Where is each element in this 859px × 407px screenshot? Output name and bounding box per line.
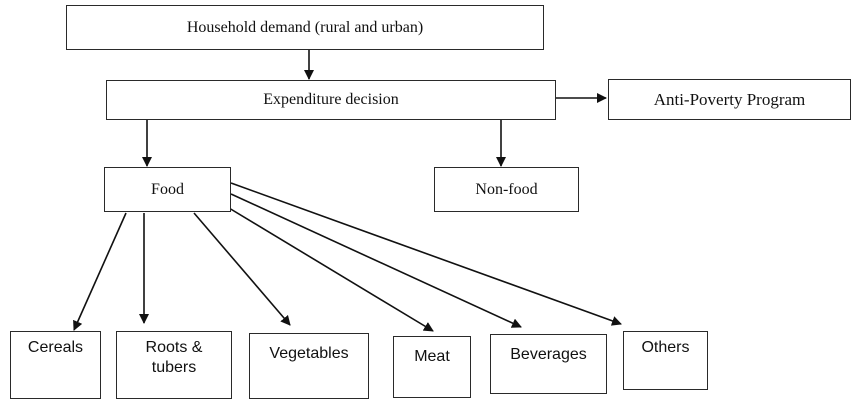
node-expenditure: Expenditure decision [106, 80, 556, 120]
node-others-label: Others [641, 339, 690, 356]
node-roots: Roots & tubers [116, 331, 232, 399]
node-cereals: Cereals [10, 331, 101, 399]
node-food: Food [104, 167, 231, 212]
node-household-label: Household demand (rural and urban) [186, 18, 424, 36]
node-household: Household demand (rural and urban) [66, 5, 544, 50]
node-nonfood-label: Non-food [475, 180, 538, 198]
arrow-food-to-beverages [230, 193, 522, 328]
node-anti-poverty-label: Anti-Poverty Program [653, 89, 806, 109]
arrow-food-to-cereals [73, 212, 127, 331]
node-meat: Meat [393, 336, 471, 398]
node-nonfood: Non-food [434, 167, 579, 212]
node-beverages-label: Beverages [510, 346, 587, 363]
node-anti-poverty: Anti-Poverty Program [608, 79, 851, 120]
arrow-food-to-vegetables [193, 212, 291, 326]
node-roots-label: Roots & tubers [145, 339, 203, 376]
node-food-label: Food [151, 180, 184, 198]
node-expenditure-label: Expenditure decision [263, 91, 399, 108]
node-meat-label: Meat [414, 348, 450, 365]
node-vegetables: Vegetables [249, 333, 369, 399]
node-others: Others [623, 331, 708, 390]
node-beverages: Beverages [490, 334, 607, 394]
arrow-food-to-others [230, 182, 622, 326]
node-vegetables-label: Vegetables [269, 345, 349, 362]
arrow-food-to-meat [223, 204, 434, 332]
node-cereals-label: Cereals [27, 339, 84, 356]
